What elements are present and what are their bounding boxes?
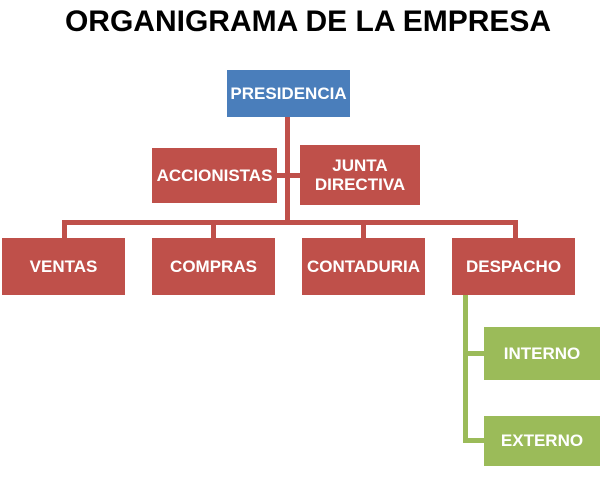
org-node-despacho[interactable]: DESPACHO <box>452 238 575 295</box>
org-node-despacho-label: DESPACHO <box>465 256 562 276</box>
connector-drop-despacho <box>513 220 518 238</box>
connector-level3-bus <box>62 220 518 225</box>
connector-drop-contaduria <box>361 220 366 238</box>
connector-junta-directiva-link <box>290 173 300 178</box>
page-title: ORGANIGRAMA DE LA EMPRESA <box>64 5 552 38</box>
org-node-interno[interactable]: INTERNO <box>484 327 600 380</box>
connector-despacho-green-stem <box>463 295 468 443</box>
org-node-ventas[interactable]: VENTAS <box>2 238 125 295</box>
org-node-contaduria[interactable]: CONTADURIA <box>302 238 425 295</box>
connector-accionistas-link <box>277 173 286 178</box>
org-node-accionistas[interactable]: ACCIONISTAS <box>152 148 277 203</box>
org-node-interno-label: INTERNO <box>503 343 581 363</box>
org-node-junta-directiva-label: JUNTA DIRECTIVA <box>315 156 405 194</box>
connector-drop-ventas <box>62 220 67 238</box>
org-node-contaduria-label: CONTADURIA <box>306 256 420 276</box>
org-node-externo[interactable]: EXTERNO <box>484 416 600 466</box>
org-node-compras-label: COMPRAS <box>170 256 257 276</box>
org-node-junta-directiva-line1: JUNTA <box>332 155 388 175</box>
org-node-junta-directiva-line2: DIRECTIVA <box>314 175 406 194</box>
org-node-compras[interactable]: COMPRAS <box>152 238 275 295</box>
org-node-presidencia-label: PRESIDENCIA <box>230 83 347 103</box>
connector-drop-compras <box>211 220 216 238</box>
connector-branch-externo <box>463 438 484 443</box>
org-node-junta-directiva[interactable]: JUNTA DIRECTIVA <box>300 145 420 205</box>
org-node-presidencia[interactable]: PRESIDENCIA <box>227 70 350 117</box>
org-node-ventas-label: VENTAS <box>29 256 98 276</box>
connector-presidencia-stem <box>285 117 290 220</box>
org-node-externo-label: EXTERNO <box>500 431 584 451</box>
org-node-accionistas-label: ACCIONISTAS <box>156 165 273 185</box>
connector-branch-interno <box>463 351 484 356</box>
